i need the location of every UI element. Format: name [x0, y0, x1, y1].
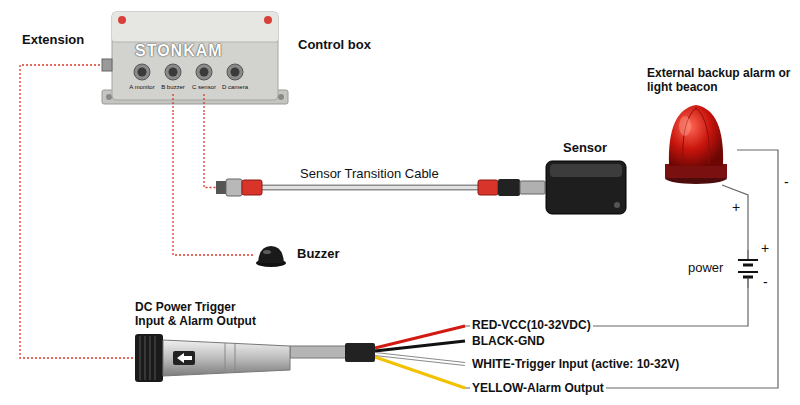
port-label: D camera — [220, 84, 250, 91]
yellow-wire — [375, 357, 465, 388]
extension-cable — [20, 65, 135, 358]
control-box-drawing-part — [196, 64, 212, 80]
sensor-drawing-part — [614, 202, 620, 208]
plug-pins — [216, 181, 226, 194]
wire-label: YELLOW-Alarm Output — [470, 381, 606, 395]
battery-power-drawing-part — [738, 259, 758, 261]
sensor-drawing-part — [546, 161, 626, 214]
control-box-drawing — [100, 8, 290, 113]
part-label: Extension — [22, 33, 84, 48]
node-label: Buzzer — [297, 247, 340, 262]
backup-alarm-beacon-drawing-part — [669, 105, 723, 166]
wire-label: BLACK-GND — [470, 334, 547, 348]
battery-power: power — [688, 250, 758, 288]
control-box-drawing-part — [102, 59, 112, 71]
node-label: Sensor — [563, 141, 607, 156]
cable-jacket — [258, 185, 482, 191]
battery-power-drawing-part — [738, 271, 758, 273]
battery-power-drawing-part — [747, 250, 748, 260]
node-label: DC Power Trigger Input & Alarm Output — [135, 300, 260, 328]
sensor: Sensor — [545, 160, 627, 215]
plug-nut — [226, 179, 242, 196]
power-connector: DC Power Trigger Input & Alarm Output — [135, 332, 290, 384]
node-label: Control box — [298, 38, 371, 53]
power-wire — [722, 185, 748, 250]
control-box-drawing-part — [169, 68, 178, 77]
sensor-drawing — [545, 160, 627, 215]
extension-cable-line — [204, 113, 545, 188]
control-box-drawing-part — [118, 16, 126, 24]
power-connector-drawing-part — [173, 351, 195, 365]
port-label: C sensor — [189, 84, 219, 91]
cable-core — [258, 186, 482, 189]
control-box-drawing-part — [134, 64, 150, 80]
buzzer-drawing-part — [263, 250, 271, 254]
control-box-drawing-part — [172, 94, 173, 113]
sensor-drawing-part — [550, 164, 622, 177]
control-box-drawing-part — [200, 68, 209, 77]
polarity-sign: + — [732, 199, 740, 215]
cable-jacket — [290, 346, 346, 358]
watermark: STONKAM — [135, 42, 223, 60]
polarity-sign: - — [763, 274, 768, 290]
power-connector-drawing-part — [140, 336, 141, 380]
power-connector-drawing-part — [145, 336, 146, 380]
power-connector-drawing-part — [155, 336, 156, 380]
buzzer: Buzzer — [255, 243, 287, 267]
cable-label: Sensor Transition Cable — [298, 167, 441, 182]
polarity-sign: - — [784, 174, 789, 190]
extension-cable — [204, 113, 545, 188]
control-box-drawing-part — [112, 12, 278, 100]
power-connector-drawing — [135, 332, 290, 384]
port-label: A monitor — [127, 84, 157, 91]
power-wire-line — [722, 185, 748, 250]
control-box-drawing-part — [231, 68, 240, 77]
control-box-drawing-part — [203, 94, 204, 113]
polarity-sign: + — [761, 240, 769, 256]
power-connector-drawing-part — [177, 353, 192, 363]
power-connector-drawing-part — [235, 344, 236, 372]
plug-sleeve — [478, 180, 498, 195]
plug-nut — [498, 179, 520, 196]
control-box-drawing-part — [227, 64, 243, 80]
control-box-drawing-part — [138, 68, 147, 77]
control-box-drawing-part — [278, 94, 284, 100]
node-label: External backup alarm or light beacon — [647, 66, 797, 94]
node-label: power — [688, 261, 723, 276]
backup-alarm-beacon: External backup alarm or light beacon — [655, 100, 737, 185]
backup-alarm-beacon-drawing-part — [679, 116, 691, 136]
battery-power-drawing-part — [747, 277, 748, 288]
power-wire-line — [290, 288, 748, 352]
plug-sleeve — [242, 180, 262, 195]
battery-power-drawing-part — [743, 264, 753, 267]
power-connector-drawing-part — [135, 334, 163, 382]
power-connector-drawing-part — [150, 336, 151, 380]
buzzer-drawing-part — [258, 246, 284, 263]
control-box: Control box — [100, 8, 290, 113]
wire-label: RED-VCC(10-32VDC) — [470, 318, 593, 332]
port-label: B buzzer — [158, 84, 188, 91]
extension-cable-line — [20, 65, 135, 358]
cable-sleeve — [345, 343, 375, 362]
black-wire — [375, 341, 465, 351]
power-connector-drawing-part — [163, 340, 290, 376]
power-cable — [290, 326, 465, 388]
control-box-drawing-part — [106, 94, 112, 100]
plug-body — [520, 181, 545, 194]
backup-alarm-beacon-drawing-part — [665, 164, 727, 178]
buzzer-drawing — [255, 243, 287, 267]
power-connector-drawing-part — [225, 343, 226, 373]
control-box-drawing-part — [264, 16, 272, 24]
control-box-drawing-part — [112, 12, 278, 42]
backup-alarm-beacon-drawing-part — [696, 108, 709, 164]
backup-alarm-beacon-drawing — [655, 100, 737, 185]
control-box-drawing-part — [165, 64, 181, 80]
power-wire — [290, 288, 748, 352]
wire-label: WHITE-Trigger Input (active: 10-32V) — [470, 357, 681, 371]
